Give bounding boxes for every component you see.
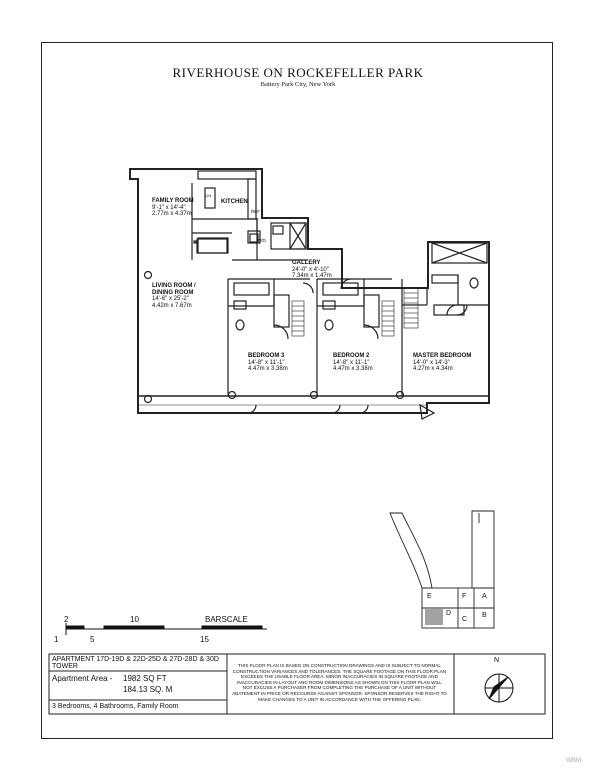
barscale-tick-5: 5	[90, 635, 95, 644]
barscale-tick-10: 10	[130, 615, 139, 624]
living-room-name: LIVING ROOM /	[152, 283, 196, 289]
legal-disclaimer: THIS FLOOR PLAN IS BASED ON CONSTRUCTION…	[232, 663, 447, 702]
kitchen-label: KITCHEN	[221, 199, 248, 206]
bedroom-2-name: BEDROOM 2	[333, 353, 370, 359]
keyplan-letter-d: D	[446, 610, 452, 617]
apartment-area-label: Apartment Area -	[52, 674, 113, 683]
barscale-tick-1: 1	[54, 635, 59, 644]
family-room-name: FAMILY ROOM	[152, 198, 194, 204]
gallery-label: GALLERY 24'-0" x 4'-10" 7.34m x 1.47m	[292, 260, 332, 280]
barscale-label: BARSCALE	[205, 615, 248, 624]
keyplan-letter-f: F	[462, 593, 467, 600]
key-plan-graphic	[389, 510, 495, 629]
tower-label: TOWER	[52, 663, 78, 670]
dining-room-name: DINING ROOM	[152, 289, 194, 296]
floor-plan-drawing	[48, 168, 546, 715]
washer-dryer-tag: W/D	[257, 238, 266, 243]
family-room-metric: 2.77m x 4.37m	[152, 211, 192, 217]
master-bedroom-metric: 4.27m x 4.34m	[413, 366, 453, 372]
unit-summary: 3 Bedrooms, 4 Bathrooms, Family Room	[52, 703, 179, 710]
barscale-graphic	[65, 623, 267, 635]
gallery-name: GALLERY	[292, 260, 321, 266]
north-label: N	[494, 657, 500, 664]
keyplan-letter-e: E	[427, 593, 432, 600]
bedroom-3-name: BEDROOM 3	[248, 353, 285, 359]
ref-tag: REF	[251, 209, 260, 214]
north-compass-graphic	[484, 673, 514, 703]
apartment-area-sqft: 1982 SQ FT	[123, 674, 167, 683]
keyplan-letter-c: C	[462, 616, 468, 623]
living-dining-dims: 14'-6" x 25'-2"	[152, 296, 189, 302]
master-bedroom-label: MASTER BEDROOM 14'-0" x 14'-3" 4.27m x 4…	[413, 353, 471, 373]
family-room-dims: 9'-1" x 14'-4"	[152, 204, 186, 211]
apartment-area-sqm: 184.13 SQ. M	[123, 685, 173, 694]
gallery-metric: 7.34m x 1.47m	[292, 273, 332, 279]
bedroom-3-metric: 4.47m x 3.38m	[248, 366, 288, 372]
floor-plan-sheet: RIVERHOUSE ON ROCKEFELLER PARK Battery P…	[41, 42, 553, 739]
gallery-dims: 24'-0" x 4'-10"	[292, 266, 329, 273]
building-location: Battery Park City, New York	[260, 81, 336, 88]
keyplan-letter-b: B	[482, 612, 487, 619]
family-room-label: FAMILY ROOM 9'-1" x 14'-4" 2.77m x 4.37m	[152, 198, 194, 218]
bedroom-3-label: BEDROOM 3 14'-8" x 11'-1" 4.47m x 3.38m	[248, 353, 288, 373]
watermark: WBM	[566, 758, 581, 764]
keyplan-letter-a: A	[482, 593, 487, 600]
living-dining-label: LIVING ROOM / DINING ROOM 14'-6" x 25'-2…	[152, 283, 196, 309]
apartment-units: APARTMENT 17D-19D & 22D-25D & 27D-28D & …	[52, 656, 219, 663]
linen-tag: LIN	[205, 193, 212, 198]
kitchen-name: KITCHEN	[221, 199, 248, 205]
building-title: RIVERHOUSE ON ROCKEFELLER PARK	[172, 65, 424, 80]
bedroom-2-label: BEDROOM 2 14'-8" x 11'-1" 4.47m x 3.38m	[333, 353, 373, 373]
bedroom-3-dims: 14'-8" x 11'-1"	[248, 359, 285, 366]
master-bedroom-name: MASTER BEDROOM	[413, 353, 472, 359]
bedroom-2-dims: 14'-8" x 11'-1"	[333, 359, 370, 366]
barscale-tick-2: 2	[64, 615, 69, 624]
master-bedroom-dims: 14'-0" x 14'-3"	[413, 359, 450, 366]
barscale-tick-15: 15	[200, 635, 209, 644]
bedroom-2-metric: 4.47m x 3.38m	[333, 366, 373, 372]
living-dining-metric: 4.42m x 7.67m	[152, 302, 192, 309]
